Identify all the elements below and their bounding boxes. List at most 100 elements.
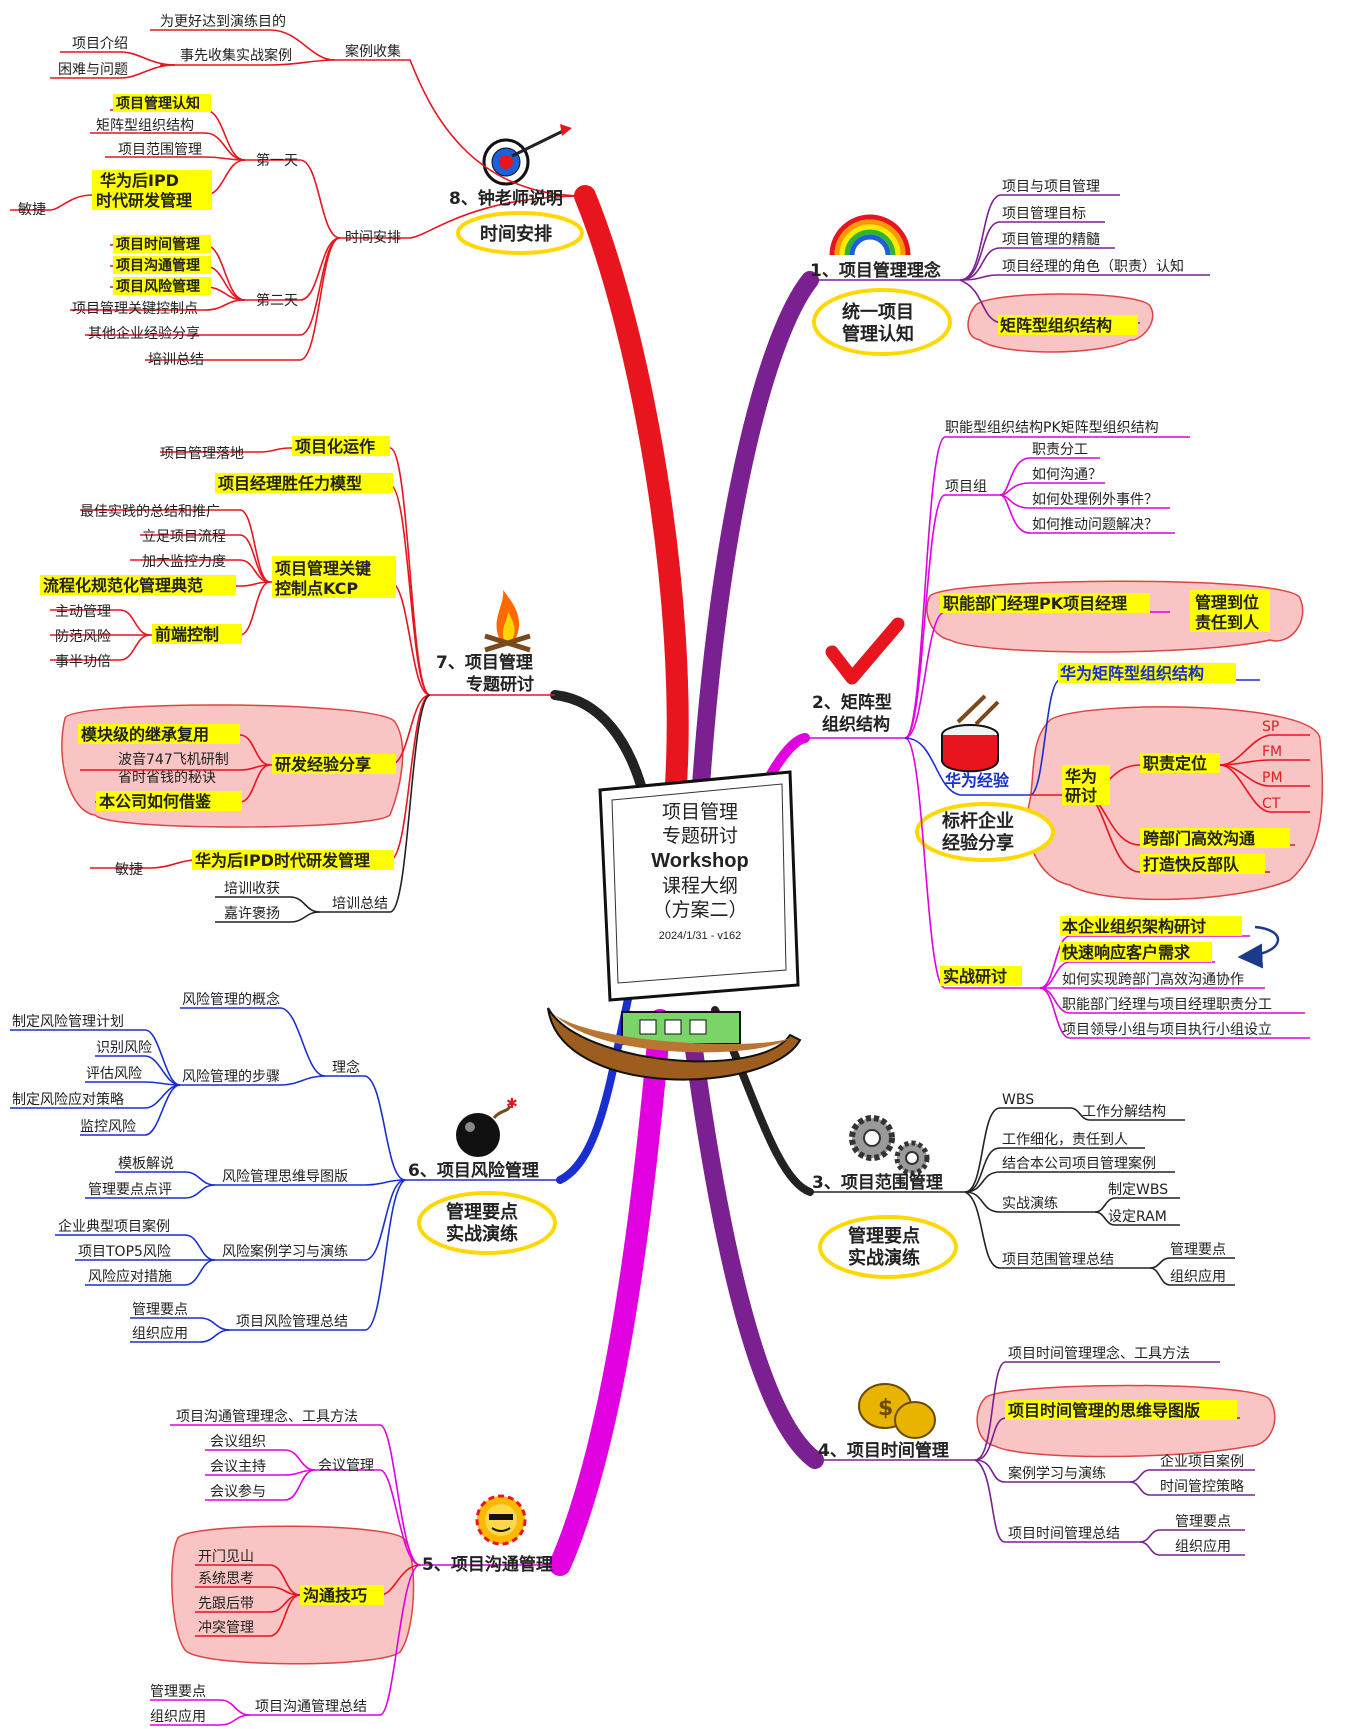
svg-text:$: $ [878, 1396, 893, 1421]
b2-s2: 快速响应客户需求 [1062, 943, 1191, 962]
b2-pm: PM [1262, 770, 1283, 786]
connectors-b7 [40, 447, 555, 869]
connectors-b6 [10, 1007, 560, 1343]
branch-6: 6、项目风险管理 管理要点 实战演练 理念 风险管理的概念 风险管理的步骤 制定… [12, 991, 539, 1342]
b6-al: 风险案例学习与演练 [222, 1243, 348, 1260]
b8-a3: 项目介绍 [72, 36, 128, 52]
b5-zj: 项目沟通管理总结 [255, 1699, 367, 1715]
branch-3: 3、项目范围管理 管理要点 实战演练 WBS 工作分解结构 工作细化，责任到人 … [812, 1092, 1226, 1285]
center-topic: 项目管理 专题研讨 Workshop 课程大纲 （方案二） 2024/1/31 … [612, 800, 788, 972]
rainbow-icon [829, 214, 911, 256]
b7-k2: 立足项目流程 [142, 529, 226, 545]
b5-gl: 管理要点 [150, 1684, 206, 1700]
drum-icon [941, 694, 1000, 773]
campfire-icon [484, 590, 531, 653]
b5-jq: 沟通技巧 [303, 1586, 367, 1605]
b5-j1: 开门见山 [198, 1549, 254, 1565]
b7-title1: 7、项目管理 [436, 652, 533, 673]
b2-pk1: 管理到位 [1195, 593, 1259, 612]
b8-d2d: 项目管理关键控制点 [72, 301, 198, 317]
b7-y2b: 省时省钱的秘诀 [118, 770, 216, 786]
b6-callout2: 实战演练 [446, 1223, 518, 1245]
b2-hwyt2: 研讨 [1065, 786, 1097, 805]
b6-bz: 风险管理的步骤 [182, 1069, 280, 1085]
b6-sw: 风险管理思维导图版 [222, 1169, 348, 1185]
b2-callout1: 标杆企业 [941, 810, 1014, 832]
connectors-b8 [10, 29, 586, 361]
b8-callout: 时间安排 [480, 223, 552, 245]
b1-i4: 项目经理的角色（职责）认知 [1002, 258, 1184, 275]
b5-j2: 系统思考 [198, 1571, 254, 1587]
b8-d2e: 其他企业经验分享 [88, 325, 200, 342]
center-line3: Workshop [651, 850, 749, 872]
b2-xmz: 项目组 [945, 479, 987, 495]
b2-callout2: 经验分享 [942, 832, 1014, 854]
b4-zy: 组织应用 [1175, 1538, 1231, 1555]
b5-h2: 会议主持 [210, 1459, 266, 1475]
b2-hwyt1: 华为 [1065, 767, 1097, 786]
b8-d2f: 培训总结 [148, 352, 204, 368]
b2-x2: 如何沟通？ [1032, 467, 1102, 483]
connectors-b3 [810, 1107, 1235, 1286]
b6-s1: 制定风险管理计划 [12, 1014, 124, 1030]
checkmark-icon [825, 617, 905, 685]
b2-fm: FM [1262, 744, 1282, 760]
b7-y1: 模块级的继承复用 [81, 725, 209, 744]
center-line5: （方案二） [652, 899, 748, 921]
b5-j3: 先跟后带 [198, 1596, 254, 1612]
b3-callout2: 实战演练 [848, 1247, 920, 1269]
b2-s3: 如何实现跨部门高效沟通协作 [1062, 971, 1244, 988]
b2-x1: 职责分工 [1032, 442, 1088, 458]
b2-hwm: 华为矩阵型组织结构 [1060, 664, 1204, 683]
b2-x3: 如何处理例外事件？ [1032, 492, 1158, 508]
b7-sr: 项目经理胜任力模型 [218, 474, 362, 493]
b3-zy: 组织应用 [1170, 1268, 1226, 1285]
b1-i2: 项目管理目标 [1002, 206, 1086, 222]
b6-ln: 理念 [332, 1059, 360, 1076]
connectors-b5 [150, 1424, 560, 1726]
b3-zj: 项目范围管理总结 [1002, 1251, 1114, 1268]
b3-sd: 设定RAM [1108, 1209, 1167, 1225]
b6-s5: 监控风险 [80, 1119, 136, 1135]
b3-i3: 结合本公司项目管理案例 [1002, 1155, 1156, 1172]
b2-title1: 2、矩阵型 [812, 692, 892, 713]
b7-y3: 本公司如何借鉴 [99, 792, 212, 811]
b6-title: 6、项目风险管理 [408, 1160, 539, 1181]
b6-a3: 风险应对措施 [88, 1268, 172, 1285]
sun-icon [475, 1494, 527, 1546]
b4-a1: 企业项目案例 [1160, 1453, 1244, 1470]
b8-d2a: 项目时间管理 [116, 236, 200, 253]
b7-qd: 前端控制 [155, 625, 219, 644]
b8-d1c: 项目范围管理 [118, 141, 202, 158]
b2-s4: 职能部门经理与项目经理职责分工 [1062, 997, 1272, 1013]
b6-m1: 模板解说 [118, 1156, 174, 1172]
branch-4: 4、项目时间管理 项目时间管理理念、工具方法 项目时间管理的思维导图版 案例学习… [818, 1345, 1244, 1555]
branch-5: 5、项目沟通管理 项目沟通管理理念、工具方法 会议管理 会议组织 会议主持 会议… [150, 1408, 553, 1725]
center-line1: 项目管理 [661, 801, 738, 823]
connectors-b2 [805, 436, 1310, 1039]
b6-s2: 识别风险 [96, 1040, 152, 1056]
b7-q1: 主动管理 [55, 604, 111, 620]
b3-title: 3、项目范围管理 [812, 1172, 943, 1193]
b4-i1: 项目时间管理理念、工具方法 [1008, 1345, 1190, 1362]
b6-zy: 组织应用 [132, 1325, 188, 1342]
center-line2: 专题研讨 [661, 825, 738, 847]
cloud-b2-hw [1026, 706, 1324, 901]
b2-s1: 本企业组织架构研讨 [1062, 917, 1206, 936]
b4-al: 案例学习与演练 [1008, 1465, 1106, 1482]
b5-h1: 会议组织 [210, 1434, 266, 1450]
b1-callout2: 管理认知 [842, 323, 914, 345]
b7-q3: 事半功倍 [55, 654, 111, 670]
connectors-b2-hw [904, 679, 1260, 796]
b6-m2: 管理要点点评 [88, 1182, 172, 1198]
svg-text:✱: ✱ [506, 1096, 518, 1112]
b7-mj: 敏捷 [115, 862, 143, 878]
cloud-b4 [976, 1384, 1276, 1458]
b1-i3: 项目管理的精髓 [1002, 232, 1100, 248]
b5-i1: 项目沟通管理理念、工具方法 [176, 1408, 358, 1425]
branch-7: 7、项目管理 专题研讨 项目化运作 项目管理落地 项目经理胜任力模型 项目管理关… [40, 436, 534, 922]
b3-wbsd: 工作分解结构 [1082, 1104, 1166, 1120]
b7-kcp1: 项目管理关键 [275, 559, 371, 578]
b2-pk2: 责任到人 [1195, 613, 1260, 632]
b6-gl: 管理要点 [132, 1302, 188, 1318]
